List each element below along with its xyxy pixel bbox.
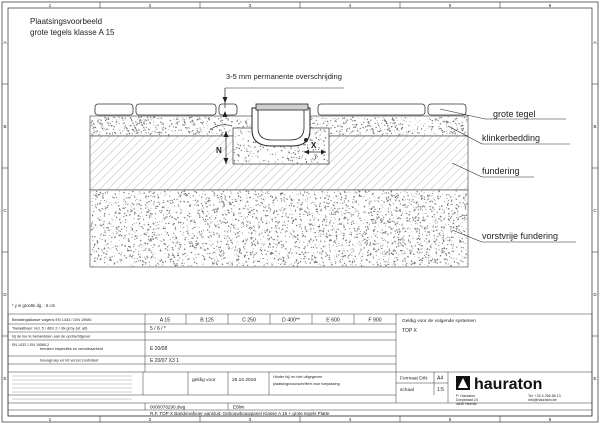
contact-phone: Tel: +32 4 256 66 13 xyxy=(528,394,561,398)
load-class-cell: F 900 xyxy=(368,318,381,324)
column-mark: 3 xyxy=(249,417,252,422)
tile-left-3 xyxy=(218,103,238,116)
dim-n-arrow-bottom xyxy=(223,158,229,164)
systems-value: TOP X xyxy=(402,328,417,334)
frost-free-texture xyxy=(90,190,468,267)
row-mark: A xyxy=(3,40,6,45)
column-mark: 1 xyxy=(49,3,52,8)
load-class-cell: E 600 xyxy=(326,318,340,324)
row-mark: C xyxy=(3,208,7,213)
column-mark: 6 xyxy=(549,3,552,8)
load-class-label: Belastingsklasse volgens EN 1433 / DIN 1… xyxy=(12,318,92,322)
row-mark: D xyxy=(3,292,7,297)
column-mark: 5 xyxy=(449,417,452,422)
svg-text:fundering: fundering xyxy=(482,166,520,176)
column-mark: 5 xyxy=(449,3,452,8)
column-mark: 1 xyxy=(49,417,52,422)
hauraton-logo: hauraton xyxy=(456,376,542,393)
drawing-title-line1: Plaatsingsvoorbeeld xyxy=(30,17,102,26)
frame-ticks xyxy=(2,2,598,422)
svg-text:hauraton: hauraton xyxy=(474,376,542,393)
scale-value: 1:5 xyxy=(437,387,444,393)
row-mark: A xyxy=(593,40,596,45)
load-class-cell: C 250 xyxy=(242,318,256,324)
revision: E8lim xyxy=(233,405,245,410)
dimension-n-label: N xyxy=(216,146,222,155)
column-mark: 4 xyxy=(349,3,352,8)
dim-x-arrow-left xyxy=(304,149,309,155)
dim-x-arrow-right xyxy=(321,149,326,155)
dimension-x-label: X xyxy=(311,141,317,150)
notice-line1: Hinder bij/ en niet uitgegeven xyxy=(273,375,322,379)
foot-marker xyxy=(304,138,308,142)
load-class-cells: A 15 B 125 C 250 D 400** E 600 F 900 xyxy=(160,318,382,324)
title-block xyxy=(7,313,593,417)
tile-right-2 xyxy=(427,103,467,116)
row-mark: B xyxy=(3,124,6,129)
load-class-cell: B 125 xyxy=(200,318,214,324)
bedding-texture xyxy=(90,116,468,136)
handover-label: bij de toe te behandelen aan de opdracht… xyxy=(12,335,91,339)
svg-text:klinkerbedding: klinkerbedding xyxy=(482,133,540,143)
callout-vorstvrije-fundering: vorstvrije fundering xyxy=(451,229,576,243)
row-mark: B xyxy=(593,124,596,129)
row-mark: C xyxy=(593,208,597,213)
gap-arrow-bottom xyxy=(222,111,228,117)
footer-description: R.F. TOP X Bandenafvoer aansluit: Gebouw… xyxy=(150,411,330,416)
row-mark: D xyxy=(593,292,597,297)
tile-right-1 xyxy=(317,103,426,116)
gap-annotation: 3-5 mm permanente overschrijding xyxy=(226,72,342,81)
svg-text:vorstvrije fundering: vorstvrije fundering xyxy=(482,231,558,241)
contact-email: info@hauraton.be xyxy=(528,398,557,402)
load-class-cell: A 15 xyxy=(160,318,170,324)
permissible-value: 5 / 6 / * xyxy=(150,326,166,332)
callout-klinkerbedding: klinkerbedding xyxy=(447,125,570,145)
gap-arrow-top xyxy=(222,97,228,103)
address-line3: 4840 Heerde xyxy=(456,402,477,406)
date-value: 25.10.2018 xyxy=(232,377,256,383)
column-mark: 6 xyxy=(549,417,552,422)
format-value: A4 xyxy=(437,376,443,382)
address-line1: P: Hauraton xyxy=(456,394,475,398)
systems-label: Geldig voor de volgende systemen xyxy=(402,318,476,324)
row-mark: E xyxy=(593,376,596,381)
standard-code: EN 1433 1 EN 19580-2 xyxy=(12,343,49,347)
svg-text:grote tegel: grote tegel xyxy=(493,109,536,119)
scale-label: schaal xyxy=(400,387,414,393)
address-line2: Dorpstraat 24 xyxy=(456,398,478,402)
construction-group-value: E 20/07 X3 1 xyxy=(150,358,179,364)
column-mark: 2 xyxy=(149,3,152,8)
footnote: * y in grootte dg. : 6 cm xyxy=(12,303,56,308)
drawing-title-line2: grote tegels klasse A 15 xyxy=(30,28,115,37)
drainage-channel xyxy=(251,107,311,147)
tile-left-1 xyxy=(94,103,134,116)
column-mark: 4 xyxy=(349,417,352,422)
column-mark: 3 xyxy=(249,3,252,8)
format-label: Formaat DIN xyxy=(400,376,428,382)
permissible-label: Toelaatbaar: incl. 5 / dB's 2 / dlx gi b… xyxy=(12,327,88,331)
callout-fundering: fundering xyxy=(451,162,534,178)
tile-left-2 xyxy=(135,103,217,116)
inspection-label: breuken inspecties en vervolbaarheid xyxy=(40,347,103,351)
callout-grote-tegel: grote tegel xyxy=(439,108,566,120)
construction-group-label: bouwgroep en tot verzet controlled xyxy=(40,359,98,363)
fine-print-rows xyxy=(12,375,132,400)
valid-label: geldig voor xyxy=(192,377,216,383)
inspection-value: E 20/08 xyxy=(150,346,167,352)
row-mark: E xyxy=(3,376,6,381)
channel-inner-wall xyxy=(257,110,305,141)
load-class-cell: D 400** xyxy=(282,318,300,324)
column-mark: 2 xyxy=(149,417,152,422)
channel-grating xyxy=(255,103,309,111)
dim-n-arrow-top xyxy=(223,131,229,137)
notice-line2: plaatsingsvoorschriften voor toepassing xyxy=(273,382,340,386)
rotation-arrow xyxy=(209,124,233,131)
drawing-number: 0000078290.dwg xyxy=(150,405,186,410)
